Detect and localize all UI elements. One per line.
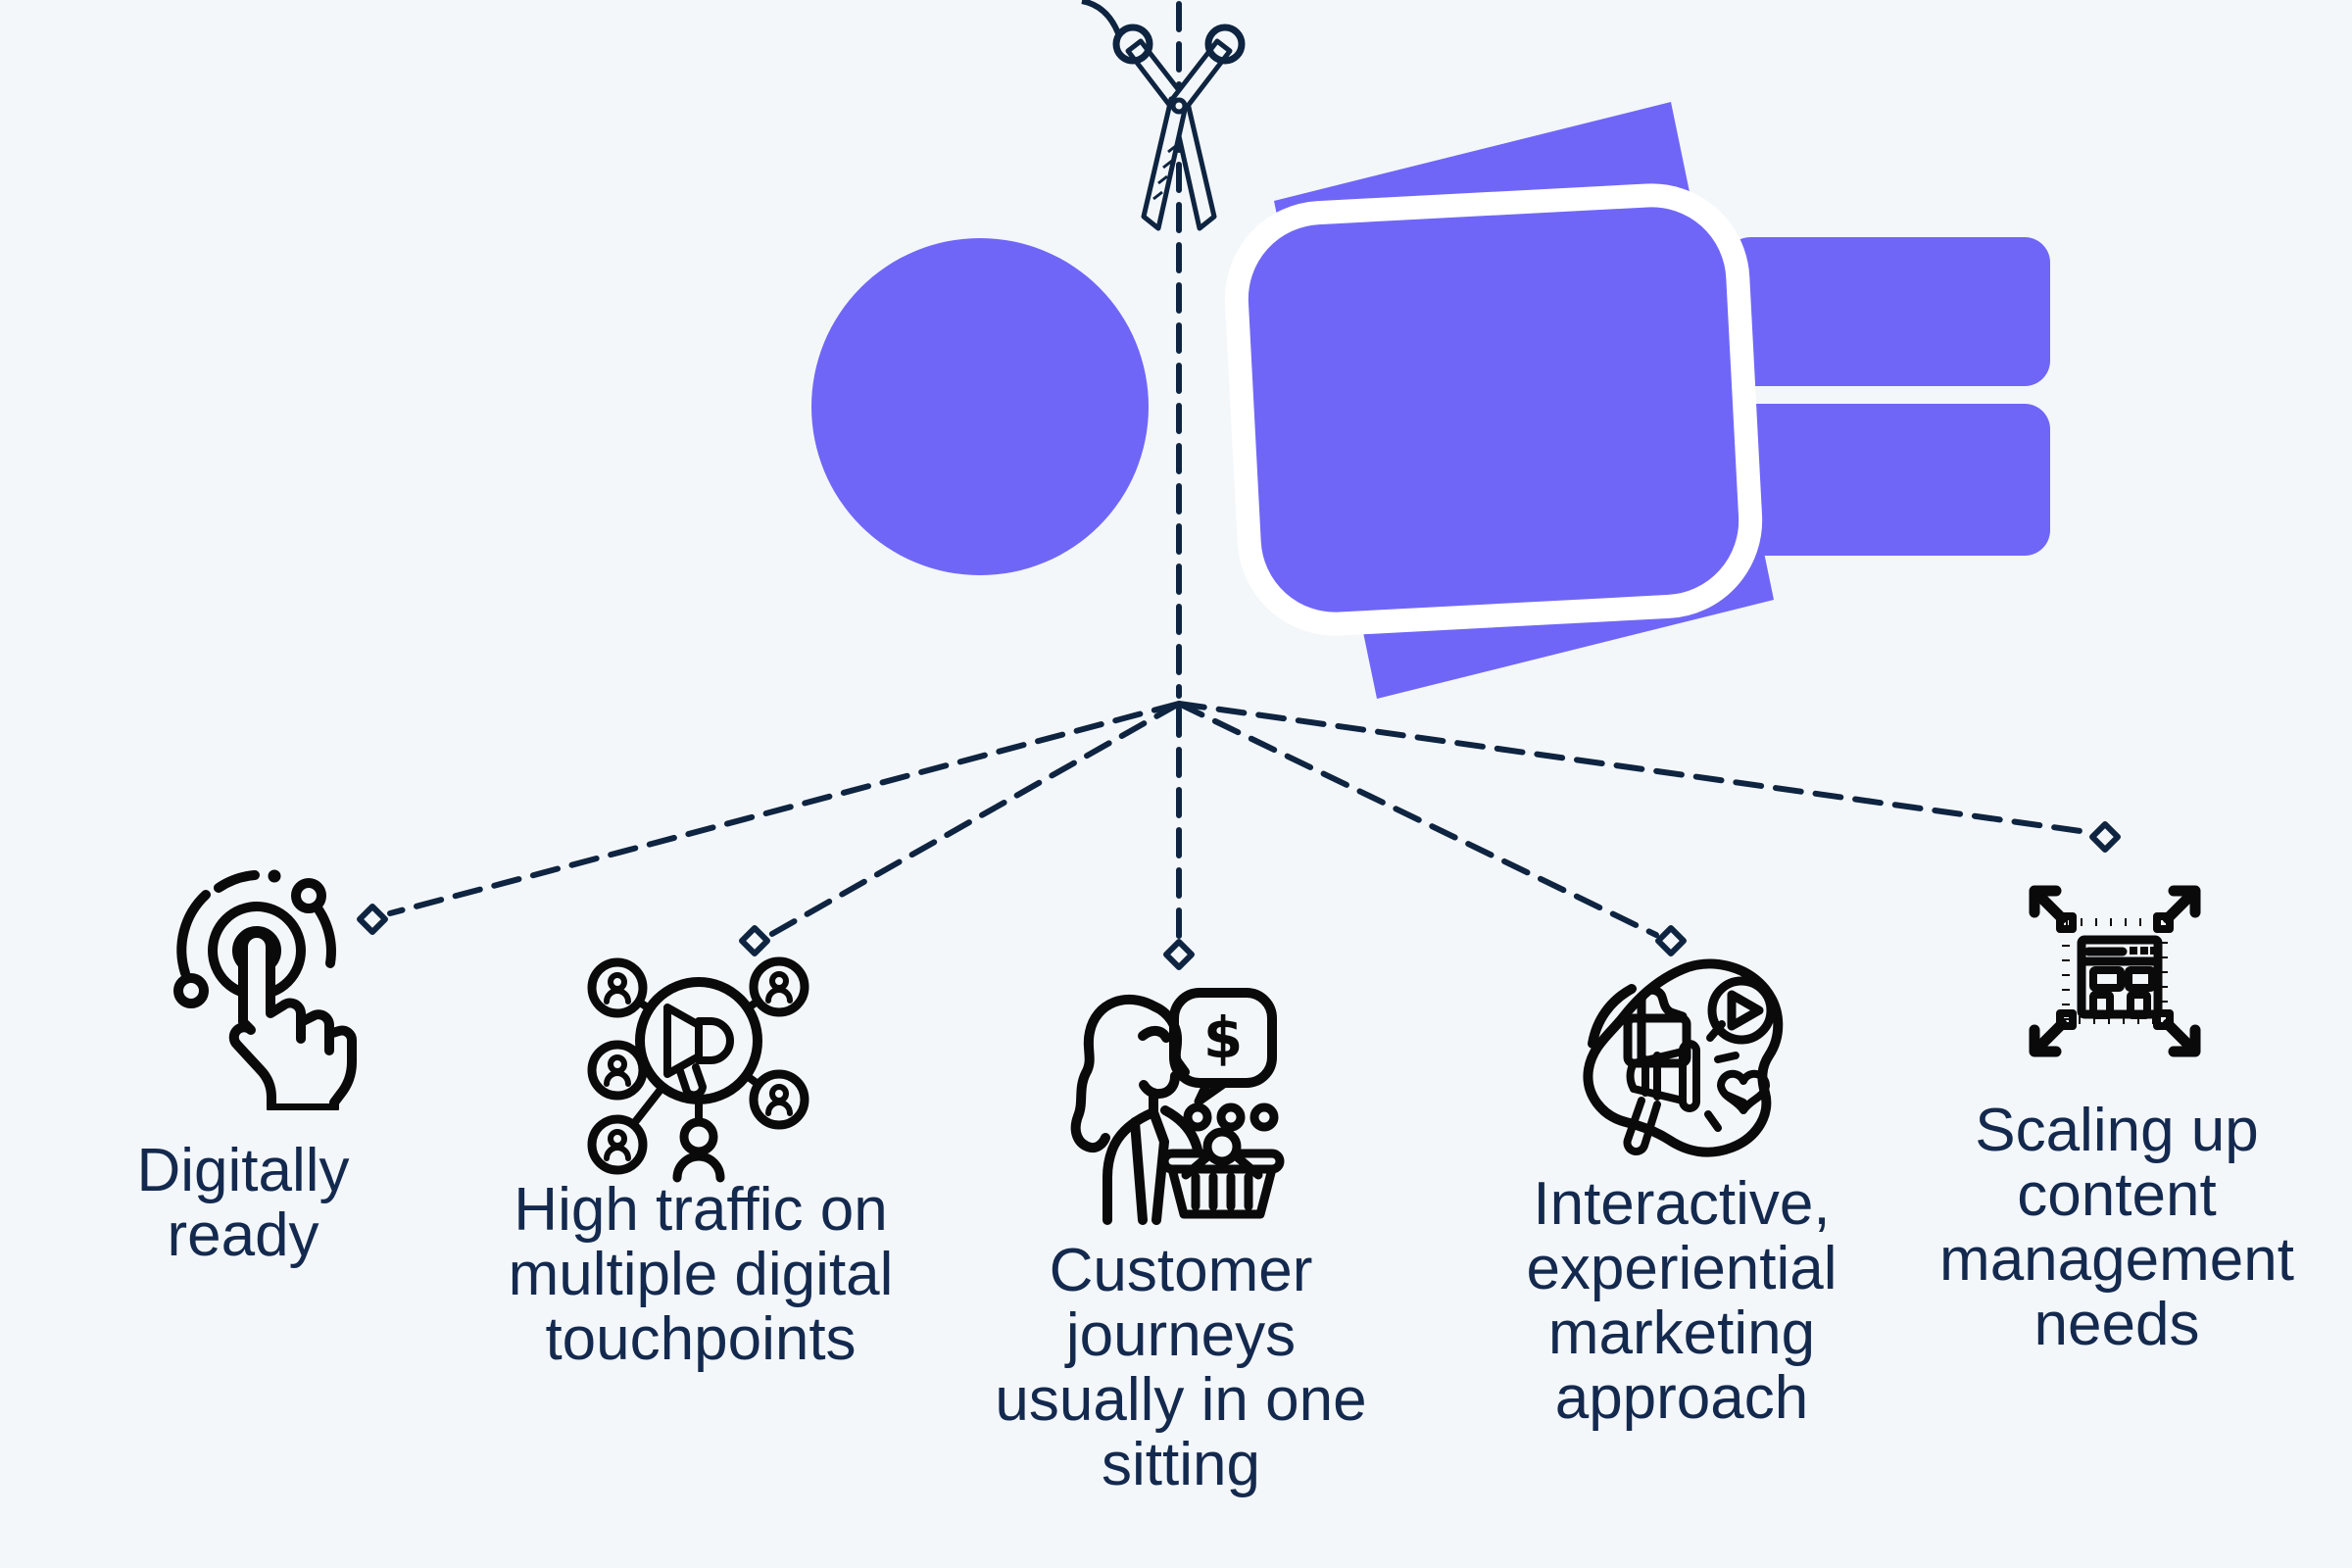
connector-line	[767, 701, 1182, 938]
item-label-customer-journeys: Customer journeys usually in one sitting	[995, 1237, 1367, 1498]
connector-line	[1176, 701, 2090, 835]
scale-content-icon	[2029, 885, 2201, 1057]
item-label-digitally-ready: Digitally ready	[136, 1137, 350, 1269]
item-label-interactive-marketing: Interactive, experiential marketing appr…	[1526, 1170, 1838, 1432]
diamond-endpoint	[1163, 939, 1195, 970]
connector-line	[387, 701, 1182, 916]
customer-basket-icon: $	[1070, 988, 1285, 1225]
diamond-endpoints	[357, 821, 2121, 970]
svg-text:$: $	[1203, 1004, 1243, 1071]
tap-icon	[173, 869, 357, 1110]
leg-lower	[1730, 404, 2050, 556]
leg-upper	[1725, 237, 2050, 386]
person-silhouette	[811, 102, 2050, 699]
diamond-endpoint	[357, 904, 388, 935]
torso	[1224, 183, 1763, 636]
dashed-cut-line	[387, 1, 2090, 940]
diamond-endpoint	[739, 925, 770, 956]
scissors-icon	[1081, 0, 1246, 231]
network-reach-icon	[587, 956, 809, 1183]
diamond-endpoint	[2089, 821, 2121, 853]
connector-line	[1176, 701, 1659, 938]
experiential-marketing-icon	[1583, 958, 1784, 1157]
item-label-scaling-content: Scaling up content management needs	[1939, 1097, 2294, 1358]
head	[811, 238, 1149, 575]
diamond-endpoint	[1655, 925, 1687, 956]
item-label-high-traffic: High traffic on multiple digital touchpo…	[508, 1176, 894, 1373]
